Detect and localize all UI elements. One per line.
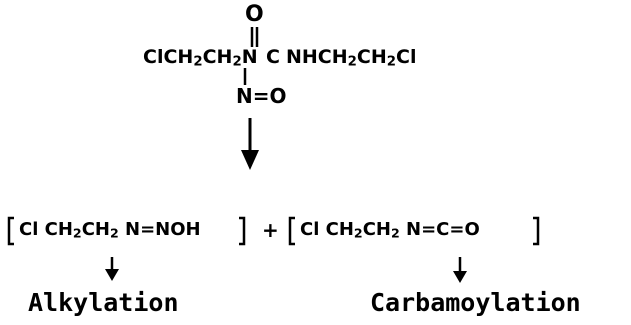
left-fragment-bracket-open [7,216,14,246]
alkylating-fragment: Cl CH2CH2 N=NOH [19,219,201,241]
nitroso-group: N=O [236,84,287,108]
parent-center-carbon: C [266,46,280,68]
alkylation-label: Alkylation [28,288,179,317]
parent-right-chain: NHCH2CH2Cl [286,46,417,70]
right-fragment-bracket-open [288,216,295,246]
left-fragment-bracket-close [239,216,246,246]
reaction-arrow-head [241,150,259,170]
carbamoylation-label: Carbamoylation [370,288,581,317]
plus-sign: + [262,218,279,242]
right-fragment-bracket-close [533,216,540,246]
carbamoylation-arrow-head [453,271,467,283]
carbonyl-oxygen: O [245,2,264,27]
carbamoylating-fragment: Cl CH2CH2 N=C=O [300,219,480,241]
parent-left-chain: ClCH2CH2N [143,46,258,70]
alkylation-arrow-head [105,269,119,281]
